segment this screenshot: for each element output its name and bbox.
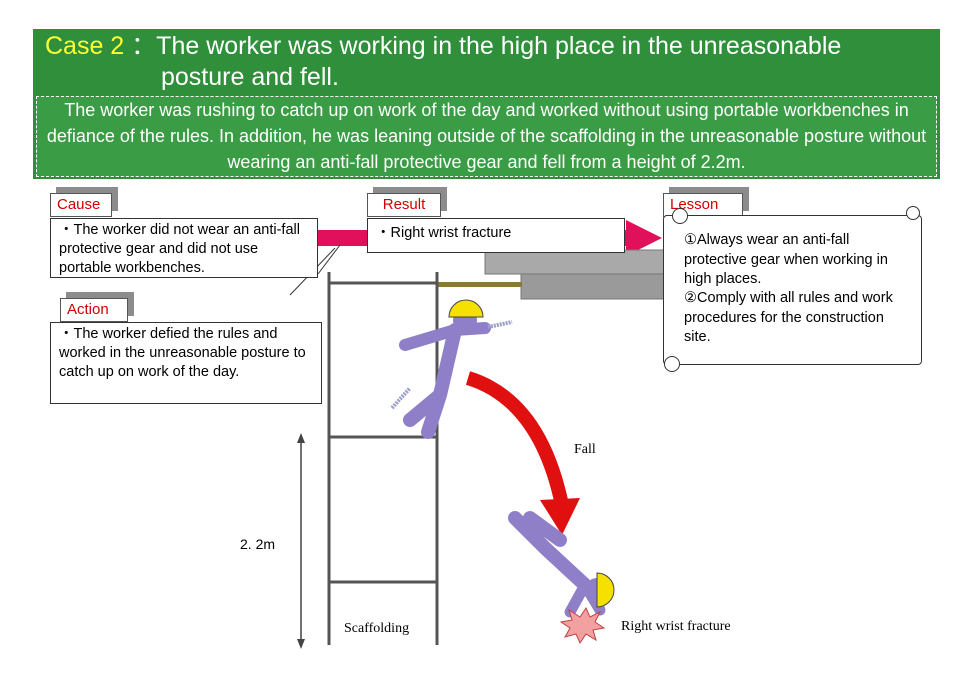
result-box: ・Right wrist fracture [367,218,625,253]
worker-falling-figure [508,511,615,618]
case-description-text: The worker was rushing to catch up on wo… [46,100,927,172]
lesson-item-1: ①Always wear an anti-fall protective gea… [684,232,888,287]
action-label: Action [60,298,128,322]
result-text: ・Right wrist fracture [376,225,512,241]
result-label: Result [367,193,441,217]
scroll-curl-icon [664,356,680,372]
cause-box: ・The worker did not wear an anti-fall pr… [50,218,318,278]
fall-arrow-body [465,371,569,507]
case-title: Case 2 ：The worker was working in the hi… [45,31,841,61]
case-description: The worker was rushing to catch up on wo… [36,96,937,177]
case-number: Case 2 [45,32,125,60]
worker-leaning-figure [390,299,513,439]
height-arrow-bottom [297,639,305,649]
case-title-text: ：The worker was working in the high plac… [131,32,842,60]
fall-label: Fall [574,442,596,457]
cause-text: ・The worker did not wear an anti-fall pr… [59,222,300,276]
scroll-curl-icon [906,206,920,220]
injury-label: Right wrist fracture [621,619,731,634]
flow-arrow-head [626,220,662,256]
scroll-curl-icon [672,208,688,224]
scaffolding-label: Scaffolding [344,621,410,636]
cause-label: Cause [50,193,112,217]
lesson-scroll: ①Always wear an anti-fall protective gea… [663,206,922,372]
height-arrow-top [297,433,305,443]
height-label: 2. 2m [240,536,276,552]
pipe-rail [437,282,522,287]
building-block-upper [484,249,666,275]
building-block-lower [520,273,667,300]
helmet-icon [448,299,484,318]
lesson-item-2: ②Comply with all rules and work procedur… [684,290,893,345]
case-header: Case 2 ：The worker was working in the hi… [33,29,940,179]
case-title-line2: posture and fell. [161,63,339,91]
scaffolding-ladder [327,272,439,645]
action-box: ・The worker defied the rules and worked … [50,322,322,404]
fall-arrow-head [540,498,580,535]
helmet-icon [596,572,615,608]
action-text: ・The worker defied the rules and worked … [59,326,306,380]
cause-leader-line [317,244,341,275]
impact-burst-icon [559,606,606,645]
